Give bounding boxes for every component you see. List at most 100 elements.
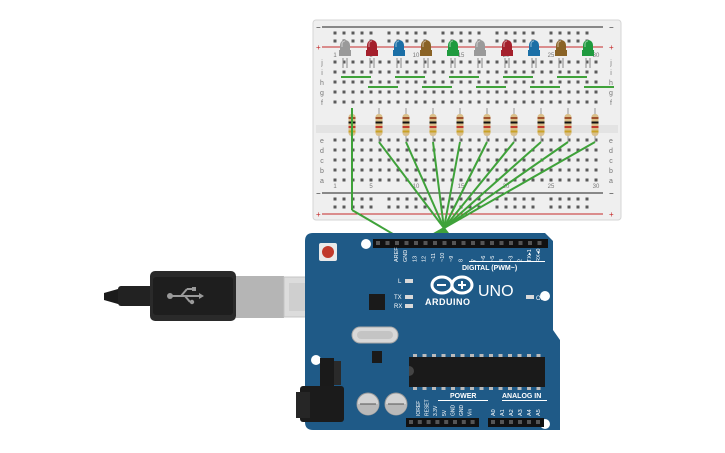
- header-pin: [404, 241, 409, 245]
- terminal-hole: [522, 70, 526, 74]
- resistor-band: [429, 130, 437, 133]
- row-letter: g: [609, 90, 613, 97]
- terminal-hole: [396, 138, 400, 142]
- led-on: [526, 295, 534, 299]
- resistor-band: [564, 130, 572, 133]
- atmega-chip: [409, 357, 545, 387]
- resistor: [537, 108, 545, 142]
- terminal-hole: [351, 80, 355, 84]
- terminal-hole: [468, 168, 472, 172]
- terminal-hole: [450, 168, 454, 172]
- rail-hole: [558, 31, 562, 35]
- terminal-hole: [333, 148, 337, 152]
- rail-hole: [333, 31, 337, 35]
- terminal-hole: [333, 178, 337, 182]
- terminal-hole: [450, 138, 454, 142]
- terminal-hole: [495, 60, 499, 64]
- resistor-band: [456, 130, 464, 133]
- terminal-hole: [468, 80, 472, 84]
- header-pin: [461, 420, 466, 424]
- terminal-hole: [342, 70, 346, 74]
- chip-pin: [527, 387, 531, 390]
- rail-hole: [495, 31, 499, 35]
- row-letter: c: [320, 158, 324, 165]
- led-highlight: [449, 40, 454, 47]
- header-pin: [452, 241, 456, 245]
- power-pin-label: 3.3V: [433, 405, 439, 416]
- capacitor: [356, 392, 380, 416]
- rail-hole: [468, 197, 472, 201]
- analog-pin-label: A0: [491, 409, 497, 416]
- header-pin: [453, 420, 457, 424]
- resistor: [456, 108, 464, 142]
- digital-pin-label: AREF: [394, 247, 400, 262]
- digital-pin-label: 7: [472, 259, 478, 262]
- terminal-hole: [558, 60, 562, 64]
- terminal-hole: [486, 80, 490, 84]
- rail-hole: [558, 205, 562, 209]
- chip-pin: [451, 354, 455, 357]
- chip-pin: [451, 387, 455, 390]
- led-dome: [475, 40, 485, 51]
- resistor-band: [402, 117, 410, 119]
- terminal-hole: [513, 148, 517, 152]
- terminal-hole: [468, 60, 472, 64]
- terminal-hole: [585, 70, 589, 74]
- terminal-hole: [432, 60, 436, 64]
- resistor-band: [402, 121, 410, 124]
- rail-hole: [576, 31, 580, 35]
- rail-hole: [522, 31, 526, 35]
- terminal-hole: [369, 100, 373, 104]
- terminal-hole: [432, 138, 436, 142]
- rail-hole: [558, 197, 562, 201]
- rail-hole: [441, 39, 445, 43]
- rail-hole: [441, 205, 445, 209]
- resistor-band: [537, 117, 545, 119]
- terminal-hole: [585, 90, 589, 94]
- terminal-hole: [477, 60, 481, 64]
- terminal-hole: [342, 60, 346, 64]
- chip-pin: [479, 387, 484, 390]
- terminal-hole: [387, 148, 391, 152]
- header-pin: [536, 420, 540, 424]
- row-letter: e: [320, 138, 324, 145]
- chip-pin: [479, 354, 484, 357]
- terminal-hole: [360, 80, 364, 84]
- rail-hole: [369, 197, 373, 201]
- row-letter: g: [320, 90, 324, 97]
- terminal-hole: [486, 168, 490, 172]
- column-number: 15: [458, 184, 465, 190]
- resistor-band: [564, 117, 572, 119]
- reset-button[interactable]: [322, 246, 334, 258]
- terminal-hole: [396, 60, 400, 64]
- analog-label-line: [502, 400, 547, 401]
- analog-header: [488, 418, 544, 427]
- column-number: 25: [548, 184, 555, 190]
- terminal-hole: [360, 138, 364, 142]
- terminal-hole: [558, 100, 562, 104]
- digital-pin-label: RX◂0: [536, 249, 542, 262]
- rail-hole: [387, 31, 391, 35]
- column-number: 5: [369, 184, 373, 190]
- rail-hole: [396, 205, 400, 209]
- terminal-hole: [459, 148, 463, 152]
- terminal-hole: [405, 100, 409, 104]
- resistor-band: [537, 126, 545, 128]
- terminal-hole: [396, 178, 400, 182]
- chip-pin: [470, 354, 474, 357]
- rail-hole: [396, 31, 400, 35]
- terminal-hole: [567, 70, 571, 74]
- bottom-rail-minus-label-left: −: [316, 189, 321, 198]
- chip-pin: [498, 387, 503, 390]
- terminal-hole: [531, 178, 535, 182]
- terminal-hole: [486, 100, 490, 104]
- resistor: [402, 108, 410, 142]
- terminal-hole: [522, 80, 526, 84]
- header-pin: [385, 241, 390, 245]
- terminal-hole: [594, 80, 598, 84]
- bottom-rail-minus-label-right: −: [609, 189, 614, 198]
- terminal-hole: [414, 138, 418, 142]
- terminal-hole: [423, 138, 427, 142]
